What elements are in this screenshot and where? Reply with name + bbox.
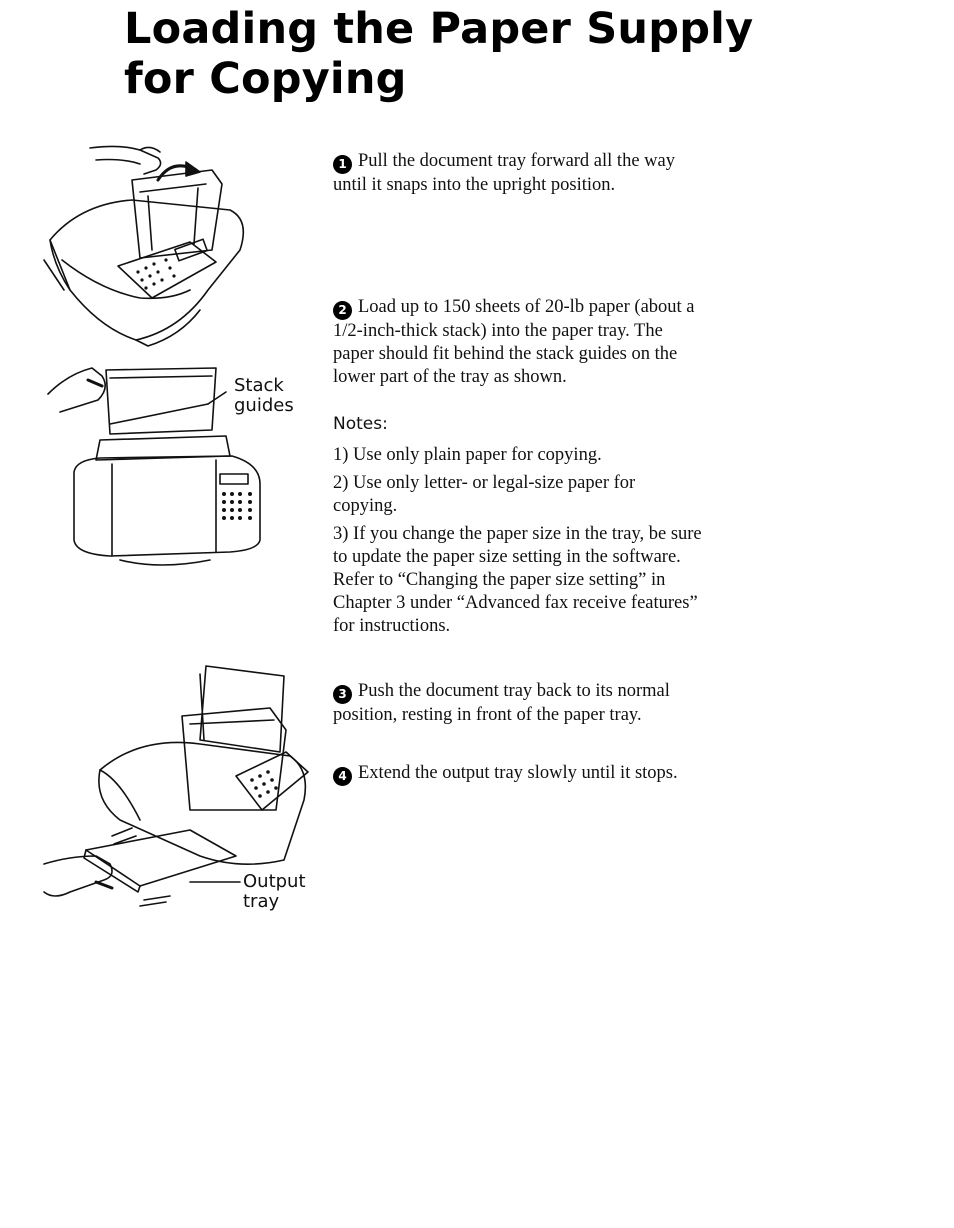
note-1: 1) Use only plain paper for copying.: [333, 445, 602, 465]
note-3: 3) If you change the paper size in the t…: [333, 524, 702, 636]
step-1-number-badge: 1: [333, 155, 352, 174]
output-tray-label: Output tray: [243, 872, 306, 912]
step-1-text: Pull the document tray forward all the w…: [333, 151, 675, 195]
output-tray-label-line-2: tray: [243, 891, 280, 912]
note-2: 2) Use only letter- or legal-size paper …: [333, 473, 636, 516]
step-4: 4 Extend the output tray slowly until it …: [333, 762, 703, 786]
stack-guides-label-line-1: Stack: [234, 375, 284, 396]
page-title-line-1: Loading the Paper Supply: [124, 4, 754, 54]
illustration-document-tray-forward: [40, 140, 290, 350]
step-4-number-badge: 4: [333, 767, 352, 786]
page-title-line-2: for Copying: [124, 54, 407, 104]
page-title: Loading the Paper Supply for Copying: [124, 4, 753, 104]
step-2-text: Load up to 150 sheets of 20-lb paper (ab…: [333, 297, 695, 387]
step-2-number-badge: 2: [333, 301, 352, 320]
illustration-stack-guides: [40, 360, 270, 570]
step-3-text: Push the document tray back to its norma…: [333, 681, 670, 725]
stack-guides-label: Stack guides: [234, 376, 294, 416]
step-4-text: Extend the output tray slowly until it s…: [358, 763, 678, 783]
stack-guides-label-line-2: guides: [234, 395, 294, 416]
output-tray-label-line-1: Output: [243, 871, 306, 892]
notes-heading: Notes:: [333, 414, 388, 434]
step-3-number-badge: 3: [333, 685, 352, 704]
illustration-output-tray: [40, 660, 320, 920]
